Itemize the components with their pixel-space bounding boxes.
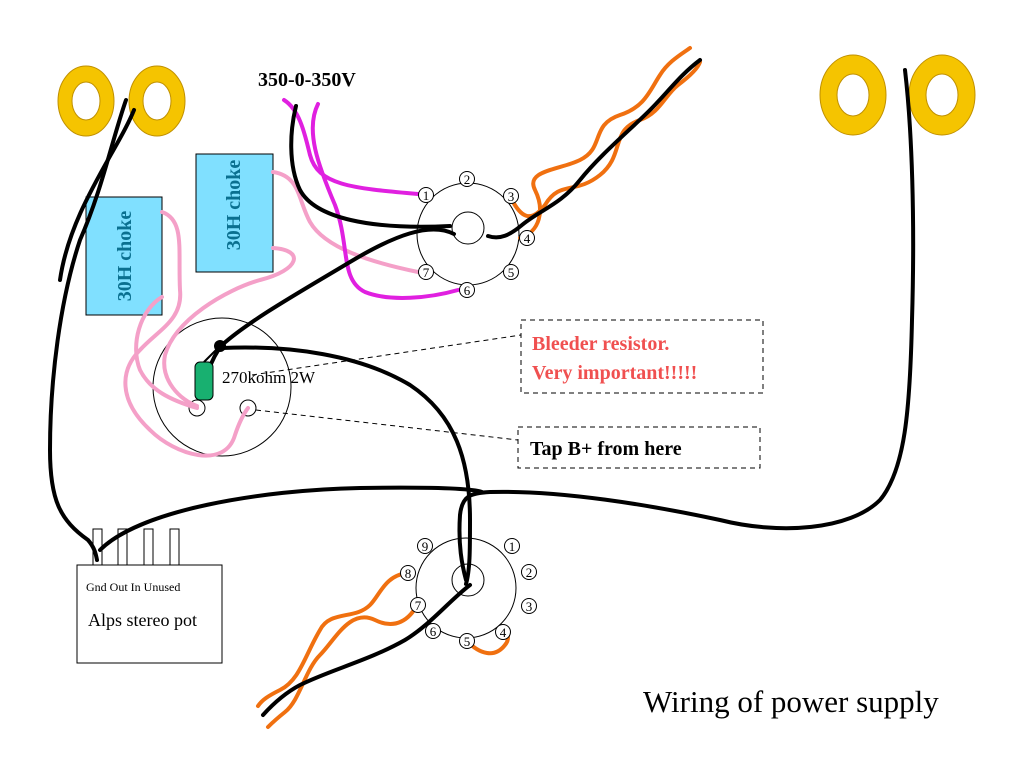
bleeder-callout: Bleeder resistor. Very important!!!!! xyxy=(251,319,764,394)
rectifier-pin-numbers: 1 2 3 4 5 6 7 xyxy=(418,171,535,298)
black-wires xyxy=(47,58,916,717)
svg-text:1: 1 xyxy=(509,539,516,554)
rectifier-pin-6: 6 xyxy=(459,282,475,298)
tube-pin-3: 3 xyxy=(521,598,537,614)
resistor-label: 270kohm 2W xyxy=(222,368,316,387)
tube-pin-8: 8 xyxy=(400,565,416,581)
svg-text:3: 3 xyxy=(526,599,533,614)
rectifier-pin-2: 2 xyxy=(459,171,475,187)
svg-text:5: 5 xyxy=(464,634,471,649)
rectifier-pin-4: 4 xyxy=(519,230,535,246)
heater-twisted-pair-top xyxy=(510,46,702,240)
svg-text:2: 2 xyxy=(464,172,471,187)
voltage-label: 350-0-350V xyxy=(258,69,356,91)
choke-right: 30H choke xyxy=(195,153,274,273)
right-output-connector xyxy=(819,54,976,136)
svg-text:1: 1 xyxy=(423,188,430,203)
svg-text:6: 6 xyxy=(430,624,437,639)
pot-terminals-label: Gnd Out In Unused xyxy=(86,580,180,594)
bleeder-text-line1: Bleeder resistor. xyxy=(532,333,669,355)
svg-text:4: 4 xyxy=(524,231,531,246)
svg-text:2: 2 xyxy=(526,565,533,580)
rectifier-pin-1: 1 xyxy=(418,187,434,203)
tube-pin-9: 9 xyxy=(417,538,433,554)
svg-text:6: 6 xyxy=(464,283,471,298)
svg-text:4: 4 xyxy=(500,625,507,640)
tube-pin-4: 4 xyxy=(495,624,511,640)
left-output-connector xyxy=(57,65,186,137)
svg-text:3: 3 xyxy=(508,189,515,204)
svg-text:7: 7 xyxy=(423,265,430,280)
tube-pin-6: 6 xyxy=(425,623,441,639)
svg-text:9: 9 xyxy=(422,539,429,554)
tap-text: Tap B+ from here xyxy=(530,438,682,460)
choke-left-label: 30H choke xyxy=(114,211,136,302)
pot-name-label: Alps stereo pot xyxy=(88,610,197,630)
svg-text:8: 8 xyxy=(405,566,412,581)
pink-wires xyxy=(123,170,420,458)
choke-left: 30H choke xyxy=(85,196,163,316)
rectifier-pin-3: 3 xyxy=(503,188,519,204)
rectifier-pin-5: 5 xyxy=(503,264,519,280)
tube-pin-7: 7 xyxy=(410,597,426,613)
svg-text:5: 5 xyxy=(508,265,515,280)
bleeder-resistor: 270kohm 2W xyxy=(194,340,316,401)
tube-pin-2: 2 xyxy=(521,564,537,580)
tap-callout: Tap B+ from here xyxy=(255,409,761,469)
tube-pin-5: 5 xyxy=(459,633,475,649)
alps-stereo-pot: Gnd Out In Unused Alps stereo pot xyxy=(76,528,223,664)
rectifier-pin-7: 7 xyxy=(418,264,434,280)
tube-pin-1: 1 xyxy=(504,538,520,554)
diagram-caption: Wiring of power supply xyxy=(643,684,939,719)
choke-right-label: 30H choke xyxy=(223,160,245,251)
svg-text:7: 7 xyxy=(415,598,422,613)
bleeder-text-line2: Very important!!!!! xyxy=(532,362,697,384)
ht-secondary-wires xyxy=(282,98,460,300)
tube-pin-numbers: 1 2 3 4 5 6 7 8 9 xyxy=(400,538,537,649)
